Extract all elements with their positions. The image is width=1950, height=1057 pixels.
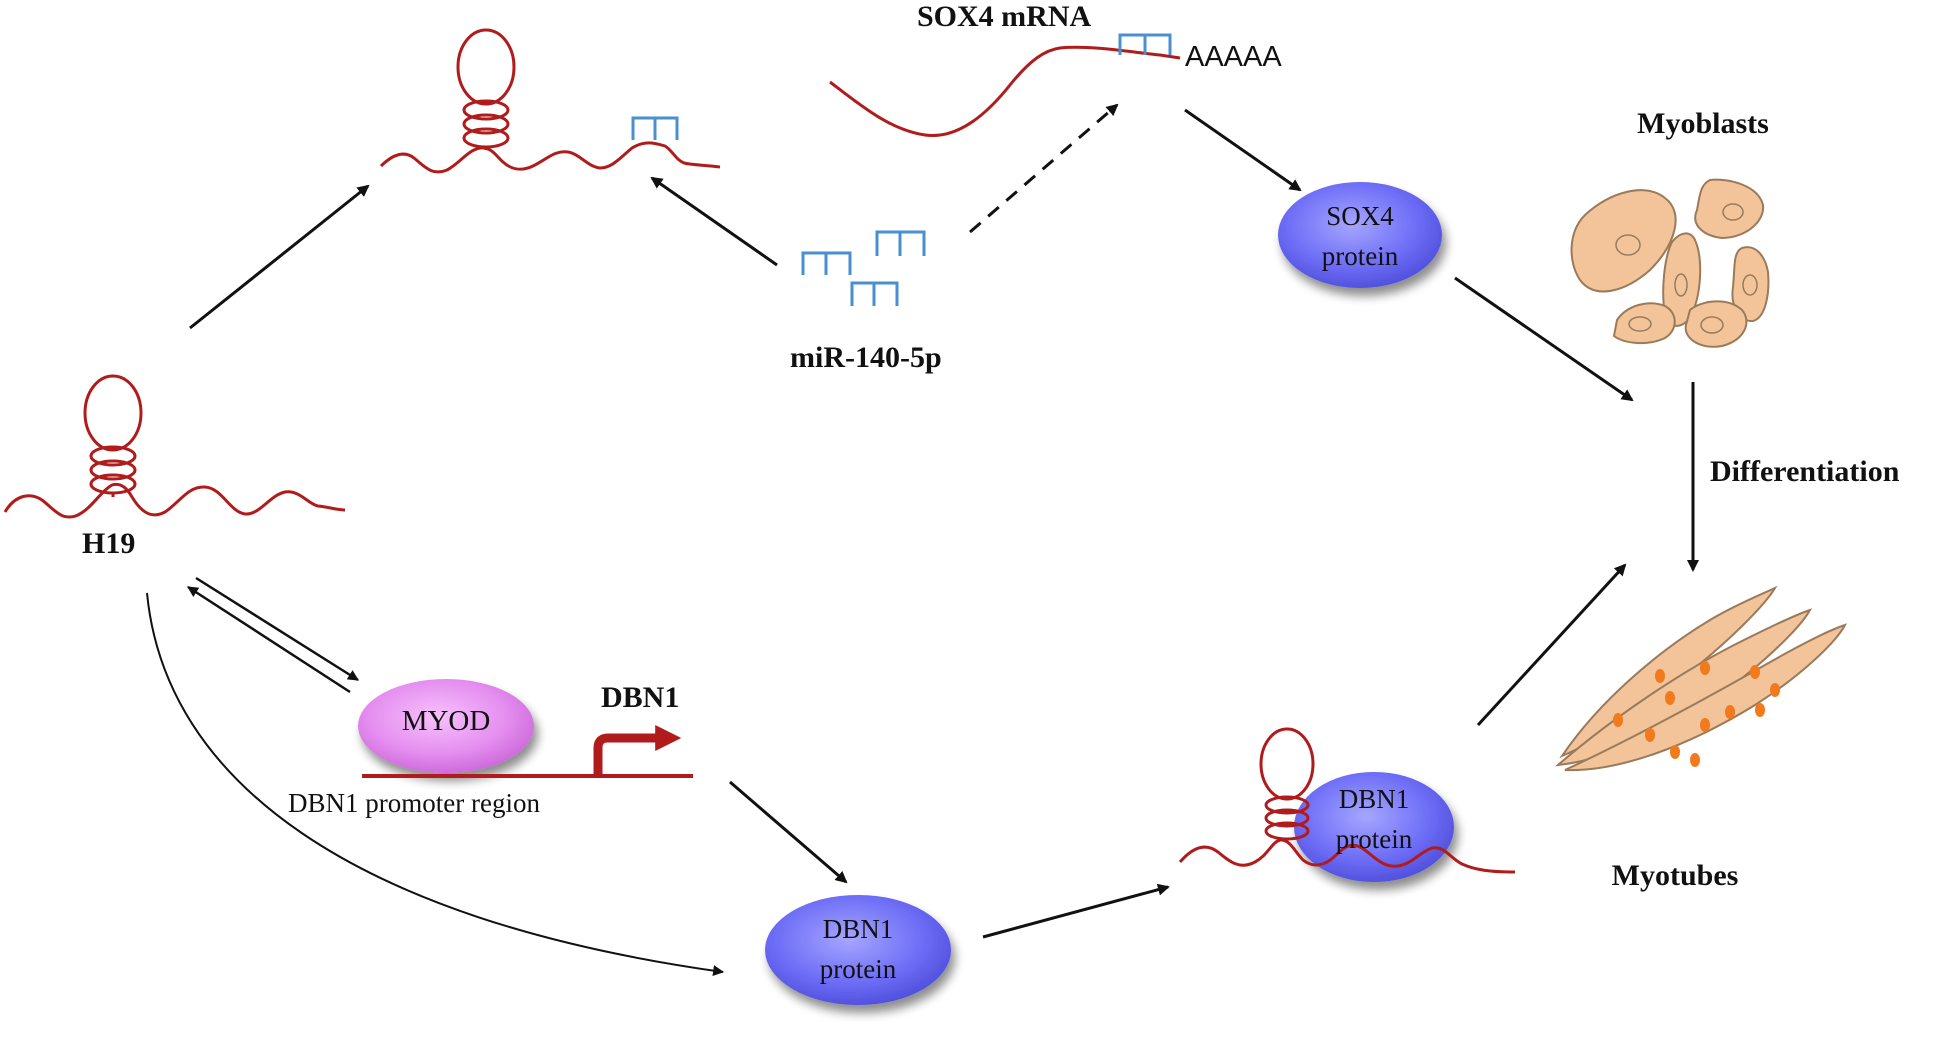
transcription-start-arrow: [593, 725, 682, 776]
myod-protein: [358, 679, 534, 773]
sox4-protein-line2: protein: [1322, 241, 1399, 271]
arrow-h19-to-myod: [195, 576, 359, 682]
sox4-mrna-strand: [829, 45, 1181, 138]
myotube-cells: [1554, 585, 1848, 772]
sox4-protein: [1278, 182, 1442, 288]
arrow-dbn1-to-complex: [982, 883, 1170, 939]
myoblasts-label: Myoblasts: [1637, 107, 1769, 140]
arrow-mirna-to-sox4-dashed: [969, 103, 1119, 234]
h19-mirna-complex: [379, 28, 721, 174]
differentiation-label: Differentiation: [1710, 455, 1900, 488]
arrow-h19-to-sponge: [189, 184, 370, 330]
arrow-h19-to-dbn1-protein: [146, 592, 725, 977]
myotubes-label: Myotubes: [1612, 859, 1739, 892]
arrow-mirna-to-h19: [650, 176, 778, 267]
dbn1-protein-line2: protein: [820, 954, 897, 984]
mirna-label: miR-140-5p: [790, 341, 942, 374]
h19-rna-structure: [3, 374, 346, 519]
promoter-label: DBN1 promoter region: [288, 788, 540, 818]
polya-tail-label: AAAAA: [1185, 41, 1282, 73]
arrow-promoter-to-dbn1: [729, 780, 848, 884]
bound-mirna-on-sox4: [1118, 33, 1172, 55]
myoblast-nuclei: [1615, 203, 1758, 334]
myod-label: MYOD: [402, 705, 491, 737]
arrow-sox4mrna-to-protein: [1184, 108, 1302, 192]
free-mirna-group: [801, 230, 926, 306]
arrow-sox4protein-to-diff: [1454, 276, 1634, 402]
sox4-protein-line1: SOX4: [1326, 201, 1394, 231]
dbn1-gene-label: DBN1: [601, 681, 679, 714]
dbn1-protein: [765, 895, 951, 1005]
arrow-complex-to-myotubes: [1476, 563, 1627, 727]
dbn1-bound-line1: DBN1: [1339, 784, 1410, 814]
dbn1-protein-line1: DBN1: [823, 914, 894, 944]
dbn1-bound-protein: [1294, 772, 1454, 882]
arrow-myod-to-h19: [187, 585, 351, 694]
myotube-nuclei: [1613, 661, 1780, 767]
dbn1-bound-line2: protein: [1336, 824, 1413, 854]
h19-label: H19: [82, 527, 135, 560]
bound-mirna-on-h19: [631, 116, 679, 140]
arrows: [146, 103, 1699, 977]
h19-dbn1-complex-rna: [1178, 727, 1516, 874]
sox4-mrna-label: SOX4 mRNA: [917, 0, 1092, 33]
